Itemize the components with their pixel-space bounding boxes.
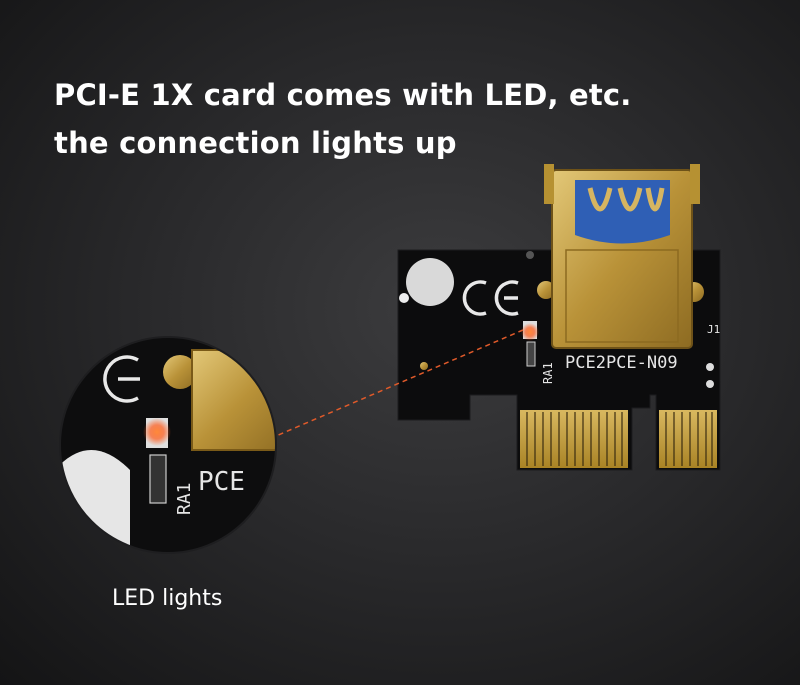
headline-line-2: the connection lights up [54,126,457,160]
usb-port [544,164,700,349]
zoom-model-label: PCE [198,467,245,497]
board-model-label: PCE2PCE-N09 [565,353,678,373]
resistor-label: RA1 [541,362,555,384]
connector-label: J1 [707,323,720,336]
mounting-hole [406,258,454,306]
zoom-magnifier: PCE RA1 [60,337,276,553]
pcie-edge-connector [520,410,717,468]
headline-line-1: PCI-E 1X card comes with LED, etc. [54,78,632,112]
zoom-resistor-label: RA1 [174,482,195,515]
ce-mark-icon [462,280,519,316]
led-caption: LED lights [112,586,223,611]
callout-line [261,329,524,443]
